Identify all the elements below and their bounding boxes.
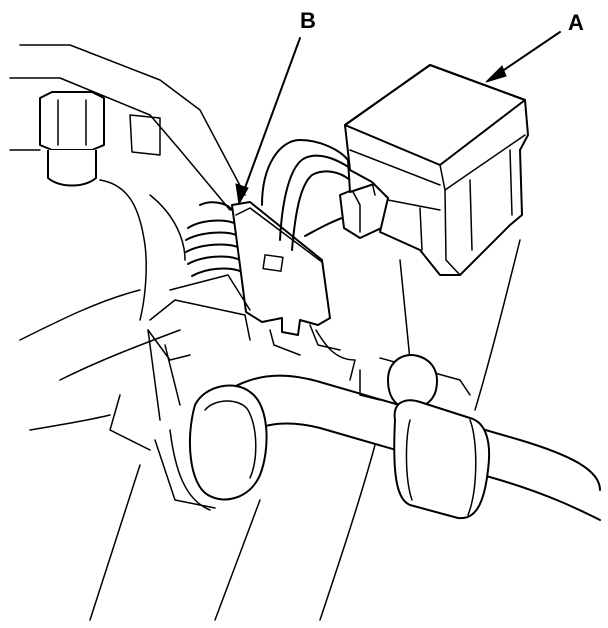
leader-line-a [485,31,561,83]
bolt-head [39,91,105,187]
lower-structure-lines [29,414,376,621]
sensor-unit-a [344,64,529,276]
leader-line-b [235,37,301,206]
mounting-bracket-b [231,201,341,356]
engine-block-outline [9,44,246,381]
callout-label-b: B [300,8,316,33]
hose-elbow [109,384,268,511]
callout-label-a: A [568,10,584,35]
wire-harness [261,139,356,381]
